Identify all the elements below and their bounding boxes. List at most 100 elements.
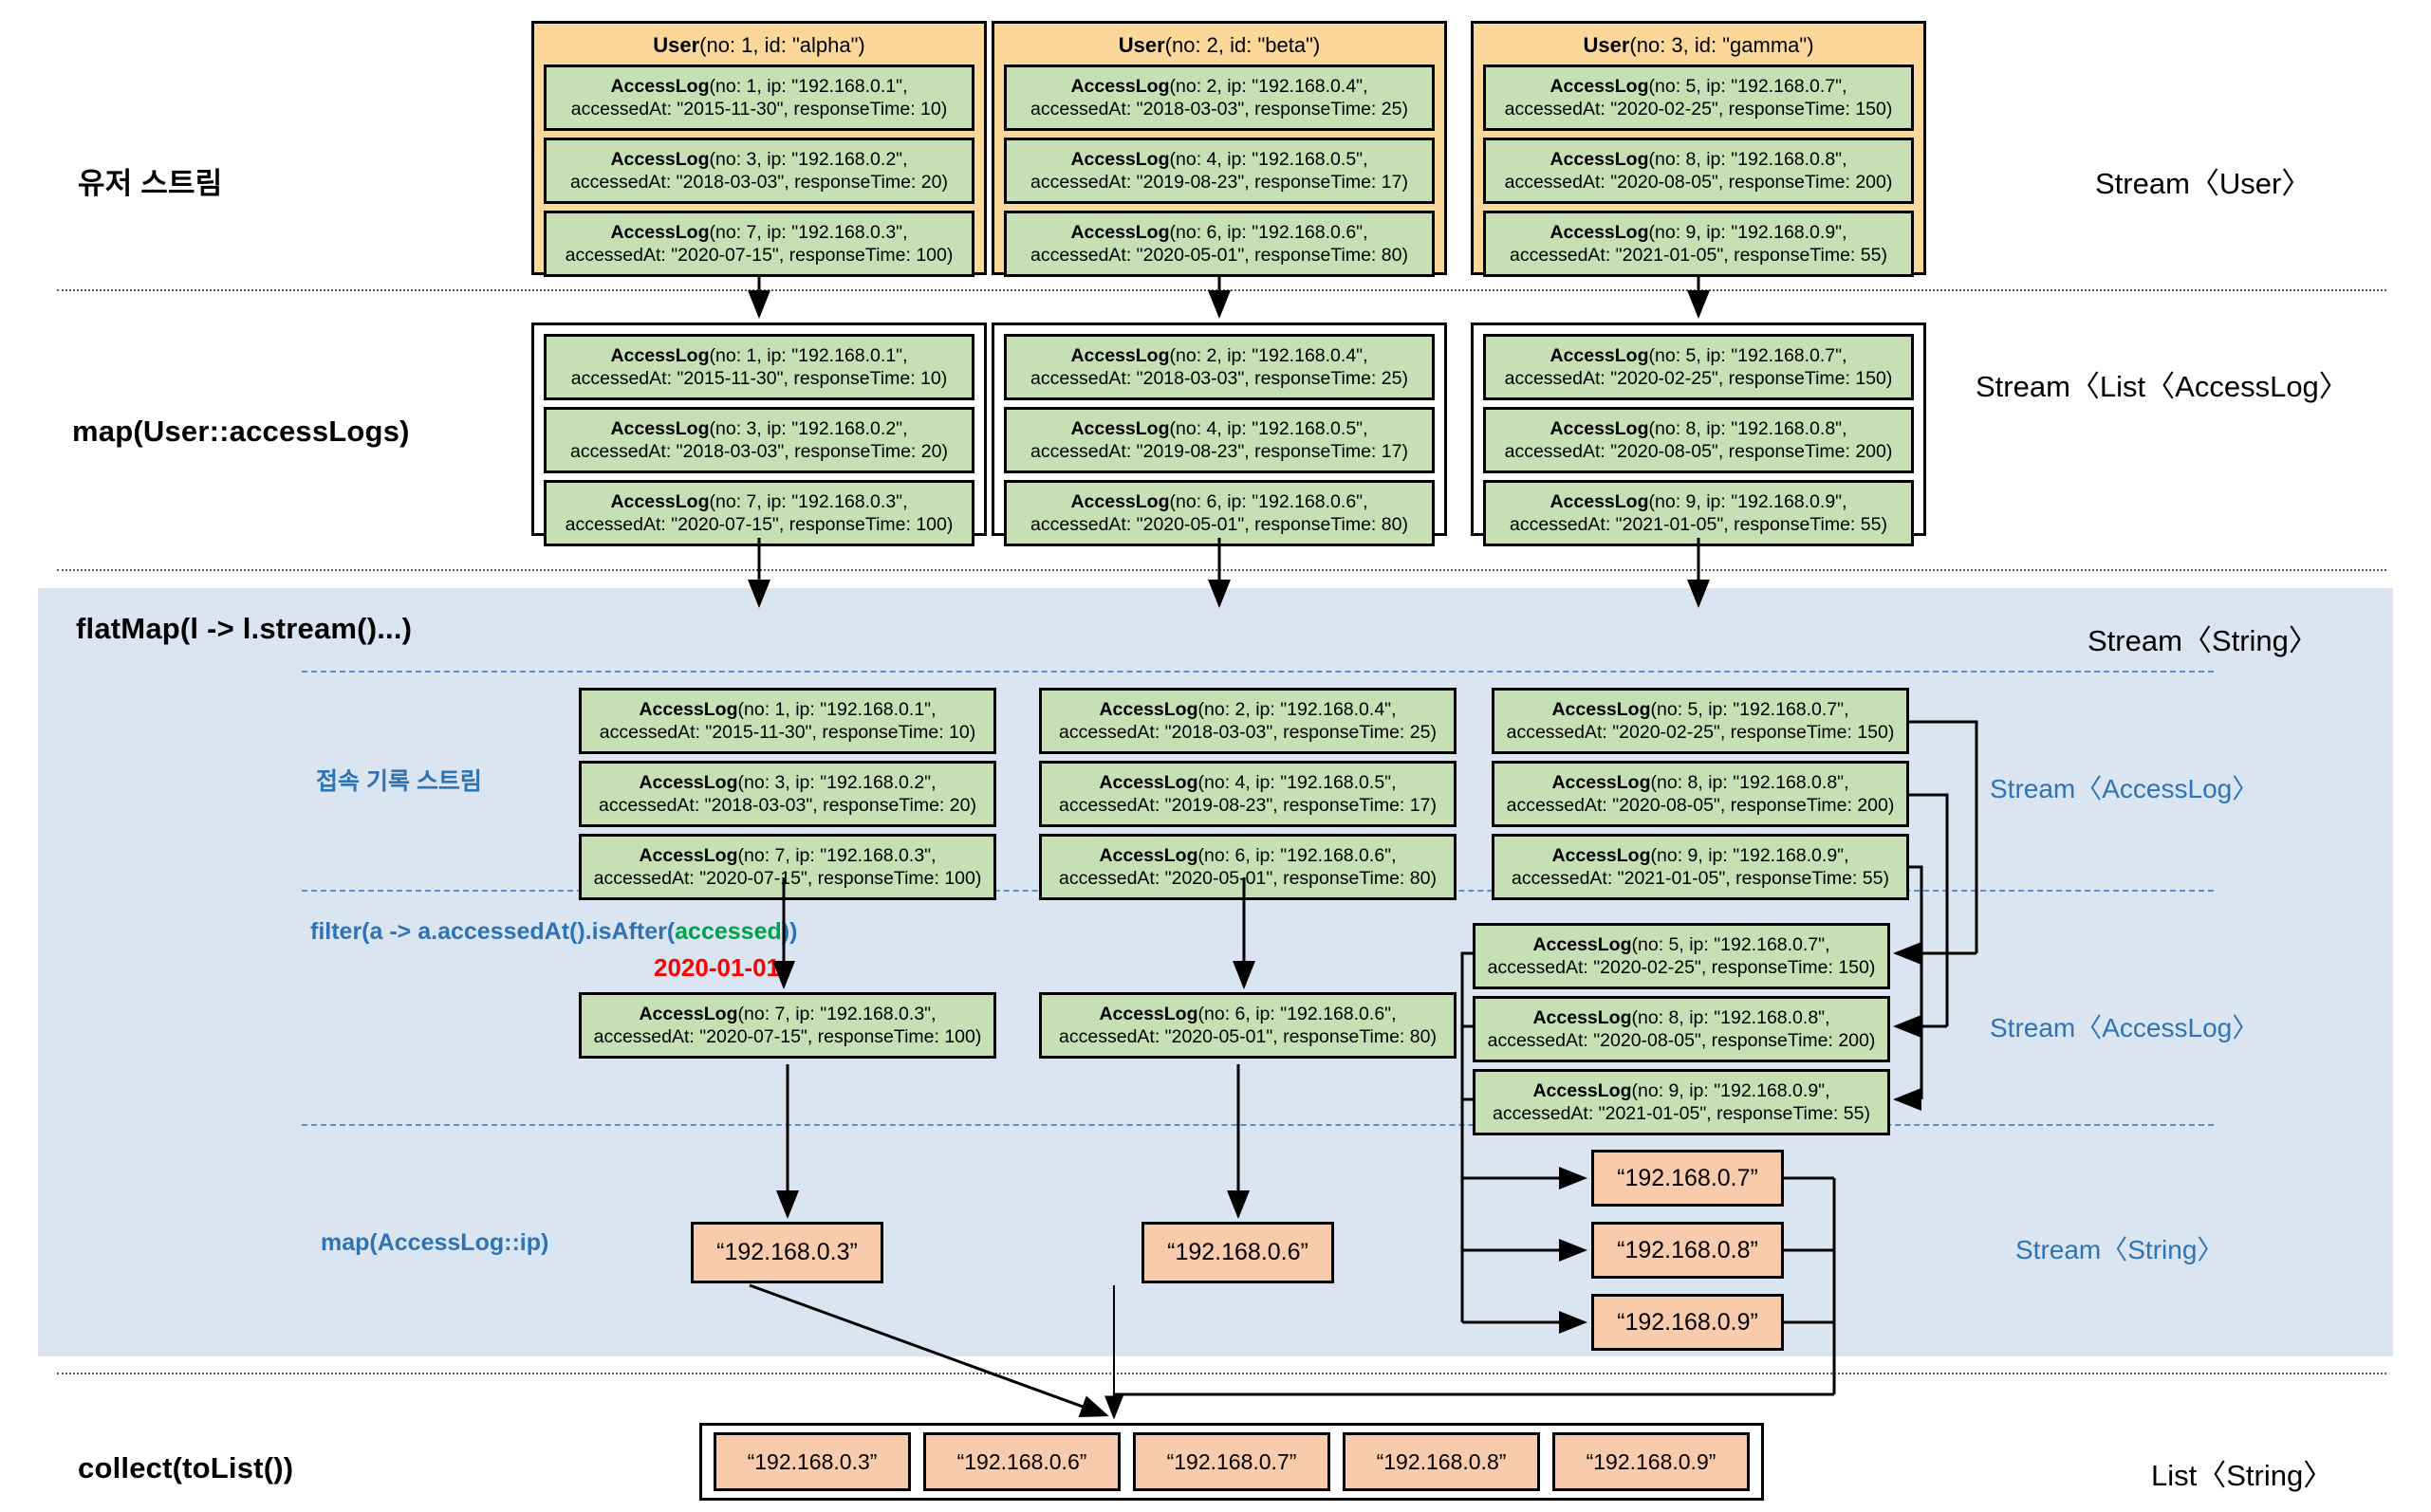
access-log-line-1: AccessLog(no: 7, ip: "192.168.0.3", <box>552 490 966 513</box>
access-log-line-1: AccessLog(no: 4, ip: "192.168.0.5", <box>1012 148 1426 171</box>
access-log-head: (no: 3, ip: "192.168.0.2", <box>737 772 937 793</box>
ip-chip[interactable]: “192.168.0.6” <box>923 1432 1121 1491</box>
access-log-box[interactable]: AccessLog(no: 9, ip: "192.168.0.9", acce… <box>1483 211 1914 277</box>
accesslog-list-card[interactable]: AccessLog(no: 2, ip: "192.168.0.4", acce… <box>992 323 1447 546</box>
access-log-line-1: AccessLog(no: 2, ip: "192.168.0.4", <box>1012 75 1426 98</box>
ip-chip[interactable]: “192.168.0.6” <box>1141 1222 1334 1283</box>
ip-chip[interactable]: “192.168.0.3” <box>691 1222 883 1283</box>
ip-chip[interactable]: “192.168.0.8” <box>1591 1222 1784 1279</box>
access-log-type: AccessLog <box>1551 699 1651 720</box>
access-log-head: (no: 1, ip: "192.168.0.1", <box>737 699 937 720</box>
user-card[interactable]: User(no: 2, id: "beta") AccessLog(no: 2,… <box>992 21 1447 277</box>
flattened-stream-col-1: AccessLog (no: 1, ip: "192.168.0.1", acce… <box>579 688 996 900</box>
access-log-type: AccessLog <box>610 76 710 97</box>
access-log-box[interactable]: AccessLog(no: 5, ip: "192.168.0.7", acce… <box>1473 923 1890 989</box>
access-log-box[interactable]: AccessLog(no: 3, ip: "192.168.0.2", acce… <box>544 407 974 473</box>
accesslog-list-card[interactable]: AccessLog (no: 5, ip: "192.168.0.7", acce… <box>1471 323 1926 546</box>
access-log-box[interactable]: AccessLog(no: 1, ip: "192.168.0.1", acce… <box>544 334 974 400</box>
type-stream-user: Stream〈User〉 <box>2095 167 2311 200</box>
access-log-box[interactable]: AccessLog(no: 9, ip: "192.168.0.9", acce… <box>1492 834 1909 900</box>
access-log-type: AccessLog <box>1550 418 1649 439</box>
type-stream-string-mid: Stream〈String〉 <box>2015 1235 2224 1264</box>
access-log-box[interactable]: AccessLog(no: 1, ip: "192.168.0.1", acce… <box>579 688 996 754</box>
user-title-rest: (no: 1, id: "alpha") <box>699 33 865 57</box>
separator-flatmap-inner-1 <box>302 671 2214 673</box>
access-log-line-2: accessedAt: "2020-05-01", responseTime: … <box>1059 1026 1437 1047</box>
access-log-box[interactable]: AccessLog(no: 8, ip: "192.168.0.8", acce… <box>1473 996 1890 1062</box>
access-log-box[interactable]: AccessLog(no: 5, ip: "192.168.0.7", acce… <box>1492 688 1909 754</box>
access-log-line-2: accessedAt: "2015-11-30", responseTime: … <box>599 722 976 743</box>
ip-chip[interactable]: “192.168.0.7” <box>1133 1432 1330 1491</box>
access-log-box[interactable]: AccessLog(no: 7, ip: "192.168.0.3", acce… <box>544 480 974 546</box>
access-log-box[interactable]: AccessLog(no: 7, ip: "192.168.0.3", acce… <box>544 211 974 277</box>
access-log-type: AccessLog <box>639 845 738 866</box>
access-log-box[interactable]: AccessLog(no: 7, ip: "192.168.0.3", acce… <box>579 834 996 900</box>
access-log-line-2: accessedAt: "2018-03-03", responseTime: … <box>1030 99 1408 120</box>
ip-chip[interactable]: “192.168.0.3” <box>714 1432 911 1491</box>
access-log-line-2: accessedAt: "2018-03-03", responseTime: … <box>1030 368 1408 389</box>
access-log-box[interactable]: AccessLog(no: 4, ip: "192.168.0.5", acce… <box>1004 138 1435 204</box>
access-log-type: AccessLog <box>1551 772 1651 793</box>
access-log-box[interactable]: AccessLog(no: 9, ip: "192.168.0.9", acce… <box>1473 1069 1890 1135</box>
filter-label-post: )) <box>781 918 798 945</box>
access-log-box[interactable]: AccessLog(no: 6, ip: "192.168.0.6", acce… <box>1039 834 1457 900</box>
access-log-box[interactable]: AccessLog(no: 8, ip: "192.168.0.8", acce… <box>1492 761 1909 827</box>
access-log-box[interactable]: AccessLog(no: 9, ip: "192.168.0.9", acce… <box>1483 480 1914 546</box>
access-log-type: AccessLog <box>610 491 710 512</box>
access-log-type: AccessLog <box>1070 76 1170 97</box>
access-log-box[interactable]: AccessLog(no: 2, ip: "192.168.0.4", acce… <box>1039 688 1457 754</box>
access-log-box[interactable]: AccessLog(no: 7, ip: "192.168.0.3", acce… <box>579 992 996 1059</box>
access-log-line-1: AccessLog(no: 5, ip: "192.168.0.7", <box>1481 933 1882 956</box>
access-log-box[interactable]: AccessLog(no: 3, ip: "192.168.0.2", acce… <box>544 138 974 204</box>
access-log-type: AccessLog <box>1070 149 1170 170</box>
access-log-head: (no: 5, ip: "192.168.0.7", <box>1648 345 1847 366</box>
arrow-user-to-list <box>748 277 1710 319</box>
type-list-string: List〈String〉 <box>2151 1459 2333 1492</box>
access-log-line-1: AccessLog(no: 9, ip: "192.168.0.9", <box>1500 844 1901 867</box>
access-log-line-1: AccessLog(no: 5, ip: "192.168.0.7", <box>1492 75 1905 98</box>
filtered-col-3: AccessLog(no: 5, ip: "192.168.0.7", acce… <box>1473 923 1890 1135</box>
type-stream-list-accesslog: Stream〈List〈AccessLog〉 <box>1976 370 2348 403</box>
separator-map-flatmap <box>57 569 2386 571</box>
access-log-box[interactable]: AccessLog(no: 4, ip: "192.168.0.5", acce… <box>1004 407 1435 473</box>
access-log-box[interactable]: AccessLog(no: 8, ip: "192.168.0.8", acce… <box>1483 407 1914 473</box>
access-log-line-2: accessedAt: "2020-02-25", responseTime: … <box>1487 957 1876 978</box>
access-log-box[interactable]: AccessLog(no: 6, ip: "192.168.0.6", acce… <box>1004 211 1435 277</box>
user-card[interactable]: User(no: 3, id: "gamma") AccessLog(no: 5… <box>1471 21 1926 277</box>
ip-chip[interactable]: “192.168.0.7” <box>1591 1150 1784 1207</box>
access-log-box[interactable]: AccessLog(no: 5, ip: "192.168.0.7", acce… <box>1483 334 1914 400</box>
ip-chip[interactable]: “192.168.0.9” <box>1552 1432 1750 1491</box>
label-map-ip: map(AccessLog::ip) <box>321 1229 549 1256</box>
access-log-box[interactable]: AccessLog(no: 6, ip: "192.168.0.6", acce… <box>1004 480 1435 546</box>
access-log-line-1: AccessLog(no: 1, ip: "192.168.0.1", <box>552 75 966 98</box>
access-log-box[interactable]: AccessLog(no: 6, ip: "192.168.0.6", acce… <box>1039 992 1457 1059</box>
access-log-head: (no: 6, ip: "192.168.0.6", <box>1169 222 1368 243</box>
accesslog-list-card[interactable]: AccessLog(no: 1, ip: "192.168.0.1", acce… <box>531 323 987 546</box>
access-log-head: (no: 7, ip: "192.168.0.3", <box>709 491 908 512</box>
access-log-line-2: accessedAt: "2020-07-15", responseTime: … <box>565 245 954 266</box>
access-log-type: AccessLog <box>1532 934 1632 955</box>
access-log-box[interactable]: AccessLog(no: 2, ip: "192.168.0.4", acce… <box>1004 65 1435 131</box>
access-log-line-2: accessedAt: "2020-08-05", responseTime: … <box>1506 795 1895 816</box>
access-log-line-2: accessedAt: "2018-03-03", responseTime: … <box>570 441 948 462</box>
access-log-head: (no: 4, ip: "192.168.0.5", <box>1169 418 1368 439</box>
access-log-line-2: accessedAt: "2020-02-25", responseTime: … <box>1504 99 1893 120</box>
access-log-box[interactable]: AccessLog(no: 5, ip: "192.168.0.7", acce… <box>1483 65 1914 131</box>
access-log-box[interactable]: AccessLog(no: 1, ip: "192.168.0.1", acce… <box>544 65 974 131</box>
access-log-box[interactable]: AccessLog(no: 8, ip: "192.168.0.8", acce… <box>1483 138 1914 204</box>
separator-user-map <box>57 289 2386 291</box>
collected-list[interactable]: “192.168.0.3” “192.168.0.6” “192.168.0.7… <box>699 1423 1764 1501</box>
access-log-line-1: AccessLog(no: 3, ip: "192.168.0.2", <box>552 417 966 440</box>
access-log-line-2: accessedAt: "2020-02-25", responseTime: … <box>1504 368 1893 389</box>
access-log-type: AccessLog <box>610 345 710 366</box>
access-log-box[interactable]: AccessLog(no: 2, ip: "192.168.0.4", acce… <box>1004 334 1435 400</box>
access-log-head: (no: 4, ip: "192.168.0.5", <box>1169 149 1368 170</box>
ip-chip[interactable]: “192.168.0.8” <box>1343 1432 1540 1491</box>
access-log-line-1: AccessLog(no: 6, ip: "192.168.0.6", <box>1048 1003 1448 1025</box>
user-card[interactable]: User(no: 1, id: "alpha") AccessLog(no: 1… <box>531 21 987 277</box>
access-log-line-2: accessedAt: "2020-05-01", responseTime: … <box>1059 868 1437 889</box>
access-log-type: AccessLog <box>1550 149 1649 170</box>
ip-chip[interactable]: “192.168.0.9” <box>1591 1294 1784 1351</box>
access-log-box[interactable]: AccessLog(no: 4, ip: "192.168.0.5", acce… <box>1039 761 1457 827</box>
access-log-box[interactable]: AccessLog(no: 3, ip: "192.168.0.2", acce… <box>579 761 996 827</box>
